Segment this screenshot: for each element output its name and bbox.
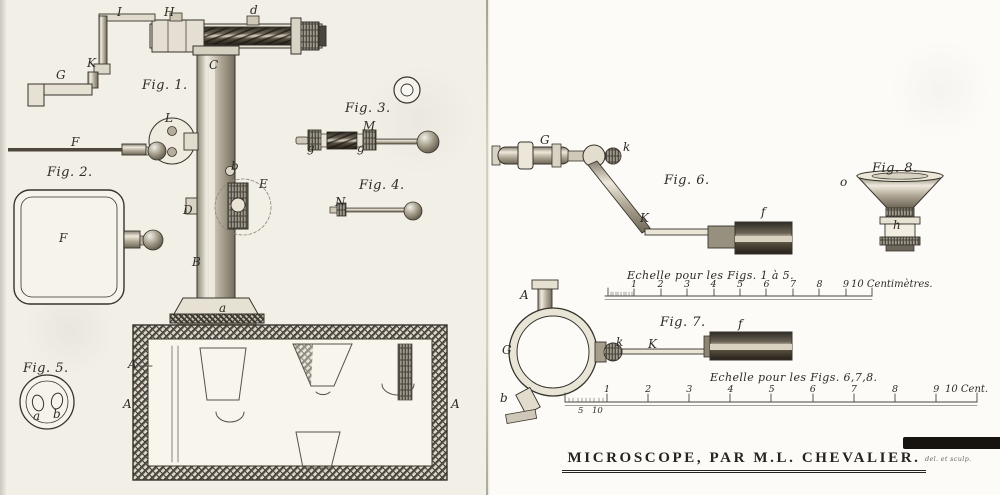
fig7-ring-holder: [505, 279, 793, 424]
scale-ruler-figs678: [564, 392, 978, 406]
scale2-end-label: 10 Cent.: [945, 384, 989, 395]
fig1-base-box: [132, 324, 448, 481]
fig4-needle: [329, 201, 423, 221]
fig5-lens-disc: [19, 374, 75, 430]
scale2-caption: Echelle pour les Figs. 6,7,8.: [710, 371, 878, 384]
engraver-credit: del. et sculp.: [925, 455, 972, 463]
fig8-condenser-funnel: [855, 170, 945, 252]
scale1-caption: Echelle pour les Figs. 1 à 5.: [627, 269, 794, 282]
plate-title: MICROSCOPE, PAR M.L. CHEVALIER.: [561, 450, 927, 473]
fig3-screw-rod: [295, 129, 440, 154]
fig2-stage-plate: [13, 189, 164, 305]
scan-artifact-bar: [903, 437, 1000, 449]
fig1-microscope-stand: [8, 12, 421, 329]
page-fold-line: [486, 0, 488, 495]
plate-title-block: MICROSCOPE, PAR M.L. CHEVALIER.: [555, 447, 933, 473]
scale1-end-label: 10 Centimètres.: [851, 279, 933, 290]
fig6-articulated-arm: [491, 141, 793, 255]
scale-ruler-figs1to5: [604, 287, 873, 300]
